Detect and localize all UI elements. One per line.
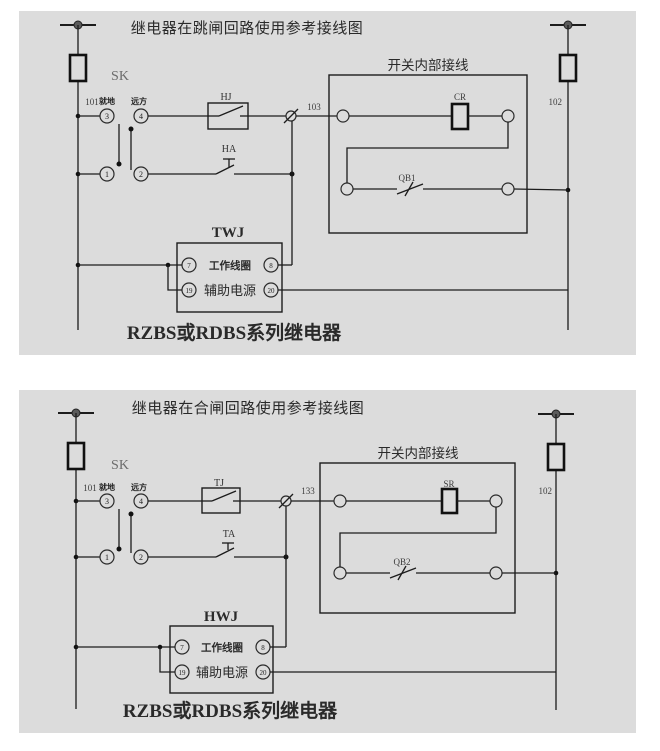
switch-box-title: 开关内部接线 <box>378 445 459 461</box>
sk-contact-3: 3 <box>105 112 109 121</box>
sk-contact-2: 2 <box>139 553 143 562</box>
sk-local-label: 就地 <box>99 482 115 492</box>
switch-box-title: 开关内部接线 <box>388 57 469 73</box>
tj-contact-label: TJ <box>214 478 224 489</box>
sk-contact-3: 3 <box>105 497 109 506</box>
relay-series-caption: RZBS或RDBS系列继电器 <box>127 321 342 344</box>
working-coil-label: 工作线圈 <box>201 641 243 654</box>
wire-label-101: 101 <box>85 97 99 107</box>
right-feed: 102 <box>538 409 574 710</box>
terminal-19: 19 <box>179 669 187 677</box>
switch-internal-box: 开关内部接线 SR QB2 <box>319 445 556 614</box>
relay-name: HWJ <box>204 609 239 625</box>
sk-contact-4: 4 <box>139 112 143 121</box>
switch-internal-box: 开关内部接线 CR QB1 <box>328 57 569 234</box>
right-feed: 102 <box>549 20 586 330</box>
cr-coil-label: CR <box>454 92 466 102</box>
qb2-contact-label: QB2 <box>393 557 410 567</box>
sk-label: SK <box>111 458 129 473</box>
relay-series-caption: RZBS或RDBS系列继电器 <box>123 699 338 722</box>
sr-coil-icon <box>440 487 459 515</box>
relay-block-twj: TWJ 7 8 19 20 工作线圈 辅助电源 <box>78 225 568 313</box>
working-coil-label: 工作线圈 <box>209 259 251 272</box>
wire-label-101: 101 <box>83 483 97 493</box>
relay-block-hwj: HWJ 7 8 19 20 工作线圈 辅助电源 <box>76 609 556 694</box>
fuse-icon <box>546 442 566 472</box>
wire-label-133: 133 <box>301 486 315 496</box>
terminal-7: 7 <box>187 262 191 270</box>
left-feed: 101 <box>58 408 97 709</box>
ta-contact-label: TA <box>223 529 236 540</box>
aux-power-label: 辅助电源 <box>196 665 248 680</box>
sk-contact-1: 1 <box>105 553 109 562</box>
close-row: TJ 133 <box>148 478 334 514</box>
control-switch-sk: SK 就地 远方 3 4 1 2 <box>76 458 149 565</box>
terminal-8: 8 <box>261 644 265 652</box>
aux-power-label: 辅助电源 <box>204 283 256 298</box>
manual-row: HA <box>148 121 295 265</box>
terminal-8: 8 <box>269 262 273 270</box>
wire-label-102: 102 <box>539 486 553 496</box>
relay-name: TWJ <box>212 225 245 241</box>
terminal-20: 20 <box>260 669 268 677</box>
sk-remote-label: 远方 <box>131 96 147 106</box>
sr-coil-label: SR <box>443 479 454 489</box>
hj-contact-label: HJ <box>220 92 231 103</box>
terminal-19: 19 <box>186 287 194 295</box>
fuse-icon <box>68 53 88 83</box>
wire-label-103: 103 <box>307 102 321 112</box>
terminal-7: 7 <box>180 644 184 652</box>
ha-contact-label: HA <box>222 144 237 155</box>
sk-contact-2: 2 <box>139 170 143 179</box>
trip-circuit-panel: 继电器在跳闸回路使用参考接线图 101 102 <box>19 11 636 355</box>
left-feed: 101 <box>60 20 99 330</box>
diagram-title: 继电器在合闸回路使用参考接线图 <box>132 400 365 417</box>
diagram-title: 继电器在跳闸回路使用参考接线图 <box>131 20 364 37</box>
sk-remote-label: 远方 <box>131 482 147 492</box>
wire-label-102: 102 <box>549 97 563 107</box>
close-circuit-panel: 继电器在合闸回路使用参考接线图 101 102 <box>19 390 636 733</box>
fuse-icon <box>558 53 578 83</box>
close-circuit-diagram: 继电器在合闸回路使用参考接线图 101 102 <box>58 400 574 722</box>
trip-circuit-diagram: 继电器在跳闸回路使用参考接线图 101 102 <box>60 20 586 344</box>
terminal-20: 20 <box>268 287 276 295</box>
qb1-contact-label: QB1 <box>398 173 415 183</box>
cr-coil-icon <box>450 102 470 131</box>
sk-contact-4: 4 <box>139 497 143 506</box>
sk-label: SK <box>111 69 129 84</box>
control-switch-sk: SK 就地 远方 3 4 1 2 <box>78 69 149 182</box>
trip-row: HJ 103 <box>148 92 337 130</box>
sk-contact-1: 1 <box>105 170 109 179</box>
manual-row: TA <box>148 506 289 647</box>
fuse-icon <box>66 441 86 471</box>
sk-local-label: 就地 <box>99 96 115 106</box>
